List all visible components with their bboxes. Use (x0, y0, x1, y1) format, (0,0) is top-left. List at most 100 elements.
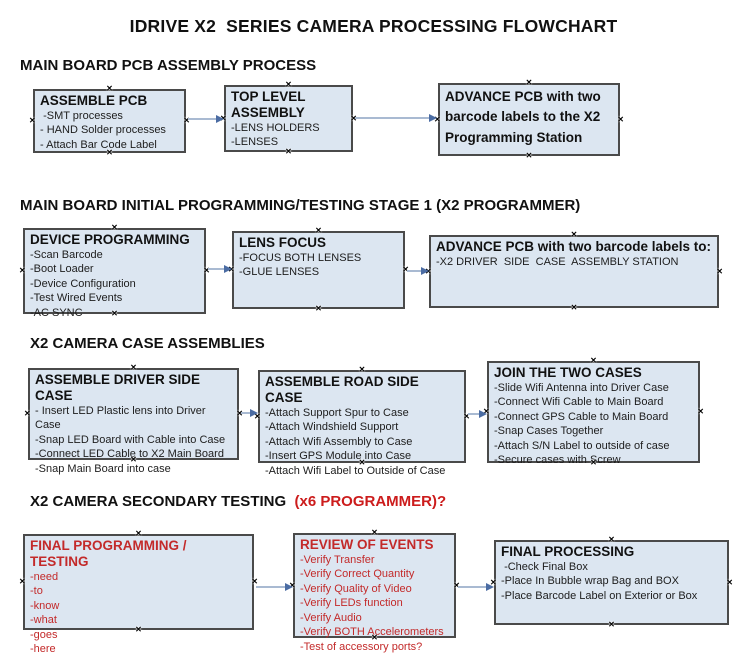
section-heading: X2 CAMERA SECONDARY TESTING (x6 PROGRAMM… (30, 493, 446, 510)
flow-arrow-icon (188, 115, 224, 123)
connector-handle-icon: ✕ (608, 620, 615, 629)
flow-box-item: -Attach Support Spur to Case (265, 406, 409, 419)
flow-box-title: ASSEMBLE DRIVER SIDE CASE (35, 372, 204, 403)
connector-handle-icon: ✕ (24, 409, 31, 418)
flow-box-item: -Verify BOTH Accelerometers (300, 626, 444, 639)
connector-handle-icon: ✕ (570, 230, 578, 239)
flow-box-item: -to (30, 585, 43, 598)
flow-box-item: -Place In Bubble wrap Bag and BOX (501, 575, 679, 588)
flow-box: ASSEMBLE PCB -SMT processes- HAND Solder… (29, 85, 190, 157)
connector-handle-icon: ✕ (19, 577, 26, 586)
connector-handle-icon: ✕ (135, 529, 142, 538)
flow-box-title: DEVICE PROGRAMMING (30, 232, 190, 247)
flow-box-title: TOP LEVEL ASSEMBLY (231, 89, 309, 120)
flow-box-item: -Attach Windshield Support (265, 421, 399, 434)
flow-box-item: -AC SYNC (30, 306, 83, 319)
flow-box-title: ADVANCE PCB with two barcode labels to t… (445, 89, 605, 145)
flow-box-item: -Verify Audio (300, 611, 362, 624)
flow-box-item: -FOCUS BOTH LENSES (239, 251, 362, 264)
connector-handle-icon: ✕ (315, 226, 322, 235)
flow-box-item: -GLUE LENSES (239, 266, 320, 279)
flow-arrow-icon (256, 583, 293, 591)
flow-arrow-icon (208, 265, 232, 273)
flow-arrow-icon (407, 267, 429, 275)
flow-box-item: -Device Configuration (30, 277, 136, 290)
connector-handle-icon: ✕ (358, 365, 366, 374)
connector-handle-icon: ✕ (285, 80, 292, 89)
flow-arrow-icon (468, 410, 487, 418)
flow-box-item: -Secure cases with Screw (494, 454, 621, 467)
connector-handle-icon: ✕ (19, 266, 26, 275)
flow-box-item: -Verify Quality of Video (300, 582, 412, 595)
section-heading-red-text: (x6 PROGRAMMER)? (294, 493, 447, 510)
flow-box-item: -what (30, 614, 57, 627)
flow-box-item: -Snap Main Board into case (35, 462, 171, 475)
connector-handle-icon: ✕ (726, 577, 733, 587)
connector-handle-icon: ✕ (111, 223, 118, 232)
flow-box: ASSEMBLE DRIVER SIDE CASE - Insert LED P… (24, 364, 243, 475)
flow-box: FINAL PROCESSING -Check Final Box -Place … (490, 536, 733, 629)
section-heading-text: MAIN BOARD INITIAL PROGRAMMING/TESTING S… (20, 197, 581, 214)
flow-box: ASSEMBLE ROAD SIDE CASE -Attach Support … (254, 366, 470, 477)
flow-arrow-icon (458, 583, 494, 591)
flow-box-item: - Insert LED Plastic lens into Driver Ca… (35, 404, 209, 432)
section-heading-text: X2 CAMERA SECONDARY TESTING (30, 493, 295, 510)
connector-handle-icon: ✕ (608, 535, 615, 544)
connector-handle-icon: ✕ (130, 363, 137, 372)
flow-box: ADVANCE PCB with two barcode labels to t… (434, 79, 624, 160)
flow-box-item: -SMT processes (40, 109, 123, 122)
flow-box-item: -Check Final Box (501, 560, 588, 573)
connector-handle-icon: ✕ (570, 303, 578, 312)
flow-box-item: -goes (30, 628, 58, 641)
flow-box-title: JOIN THE TWO CASES (494, 365, 642, 380)
flow-box-item: -Connect Wifi Cable to Main Board (494, 396, 664, 409)
section-heading: MAIN BOARD PCB ASSEMBLY PROCESS (20, 57, 316, 74)
flow-box: JOIN THE TWO CASES -Slide Wifi Antenna i… (483, 357, 704, 467)
flow-box: LENS FOCUS -FOCUS BOTH LENSES -GLUE LENSE… (228, 227, 409, 313)
flow-box-title: FINAL PROGRAMMING / TESTING (30, 538, 191, 569)
flow-box-item: -Test Wired Events (30, 292, 123, 305)
flow-box-item: - HAND Solder processes (40, 124, 166, 137)
flow-box-item: -Verify Transfer (300, 553, 375, 566)
flow-box-item: -Slide Wifi Antenna into Driver Case (494, 381, 669, 394)
flow-box: TOP LEVEL ASSEMBLY -LENS HOLDERS -LENSES ✕… (220, 81, 357, 156)
flow-box-item: -Connect GPS Cable to Main Board (494, 410, 669, 423)
flow-box-item: -Test of accessory ports? (300, 640, 423, 653)
connector-handle-icon: ✕ (371, 528, 378, 537)
page-title: IDRIVE X2 SERIES CAMERA PROCESSING FLOWC… (129, 16, 618, 36)
connector-handle-icon: ✕ (617, 114, 624, 124)
flow-box-item: -Snap Cases Together (494, 425, 604, 438)
flow-box: ADVANCE PCB with two barcode labels to: … (425, 231, 723, 312)
flow-box: FINAL PROGRAMMING / TESTING -need -to-kno… (19, 530, 258, 656)
flow-box-title: ADVANCE PCB with two barcode labels to: (436, 239, 712, 254)
flow-box-item: -X2 DRIVER SIDE CASE ASSEMBLY STATION (436, 255, 679, 268)
connector-handle-icon: ✕ (315, 304, 322, 313)
flow-box: REVIEW OF EVENTS -Verify Transfer -Verify… (289, 529, 460, 653)
connector-handle-icon: ✕ (525, 78, 533, 87)
flow-box-item: -need (30, 570, 59, 583)
flow-box-item: -Verify LEDs function (300, 597, 403, 610)
flow-box-item: -Scan Barcode (30, 248, 103, 261)
flow-box-item: -Snap LED Board with Cable into Case (35, 433, 226, 446)
flow-box-title: ASSEMBLE ROAD SIDE CASE (265, 374, 423, 405)
flow-box-title: FINAL PROCESSING (501, 544, 635, 559)
flow-arrow-icon (355, 114, 437, 122)
section-heading-text: X2 CAMERA CASE ASSEMBLIES (30, 335, 265, 352)
flow-box-item: -here (30, 643, 56, 656)
section-heading: X2 CAMERA CASE ASSEMBLIES (30, 335, 265, 352)
flow-box-item: -Insert GPS Module into Case (265, 450, 412, 463)
flow-box-item: -Verify Correct Quantity (300, 568, 415, 581)
flow-arrow-icon (241, 409, 258, 417)
flow-box-item: - Attach Bar Code Label (40, 138, 157, 151)
flow-box-title: REVIEW OF EVENTS (300, 537, 434, 552)
flow-box-item: -LENS HOLDERS (231, 121, 320, 134)
flow-box-title: LENS FOCUS (239, 235, 327, 250)
connector-handle-icon: ✕ (29, 116, 36, 125)
flow-box-item: -LENSES (231, 136, 279, 149)
flow-box-item: -know (30, 599, 60, 612)
connector-handle-icon: ✕ (525, 151, 533, 160)
section-heading-text: MAIN BOARD PCB ASSEMBLY PROCESS (20, 57, 317, 74)
connector-handle-icon: ✕ (697, 407, 704, 416)
flow-box-item: -Attach Wifi Label to Outside of Case (265, 464, 446, 477)
